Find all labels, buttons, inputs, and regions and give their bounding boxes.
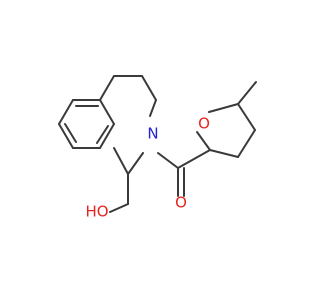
bond xyxy=(237,103,256,131)
bond xyxy=(99,99,115,125)
structure-canvas: N O O HO xyxy=(58,75,257,221)
double-bond-inner xyxy=(64,123,77,143)
bond xyxy=(141,75,157,101)
bond xyxy=(208,103,239,113)
molecule-diagram: N O O HO xyxy=(58,75,257,221)
bond xyxy=(157,152,179,169)
bond xyxy=(99,75,115,101)
hydroxyl-label: HO xyxy=(85,203,108,221)
bond xyxy=(58,99,74,125)
tetrahydro-ring xyxy=(99,75,157,175)
ring-oxygen-label: O xyxy=(198,115,210,133)
carbonyl-oxygen-label: O xyxy=(175,194,187,212)
bond xyxy=(237,81,257,105)
benzene-ring xyxy=(58,99,115,149)
bond xyxy=(58,123,74,149)
hydroxymethyl-group xyxy=(109,173,129,213)
double-bond-inner xyxy=(96,125,109,144)
carbonyl-group xyxy=(157,149,211,197)
nitrogen-label: N xyxy=(147,125,158,143)
bond xyxy=(113,147,129,175)
bond xyxy=(237,129,256,158)
bond xyxy=(109,203,129,213)
tetrahydrofuran-ring xyxy=(196,81,257,158)
bond xyxy=(149,99,157,117)
bond xyxy=(127,152,144,175)
bond xyxy=(209,149,239,158)
bond xyxy=(177,149,211,169)
bond xyxy=(196,131,211,151)
bond xyxy=(99,123,115,149)
